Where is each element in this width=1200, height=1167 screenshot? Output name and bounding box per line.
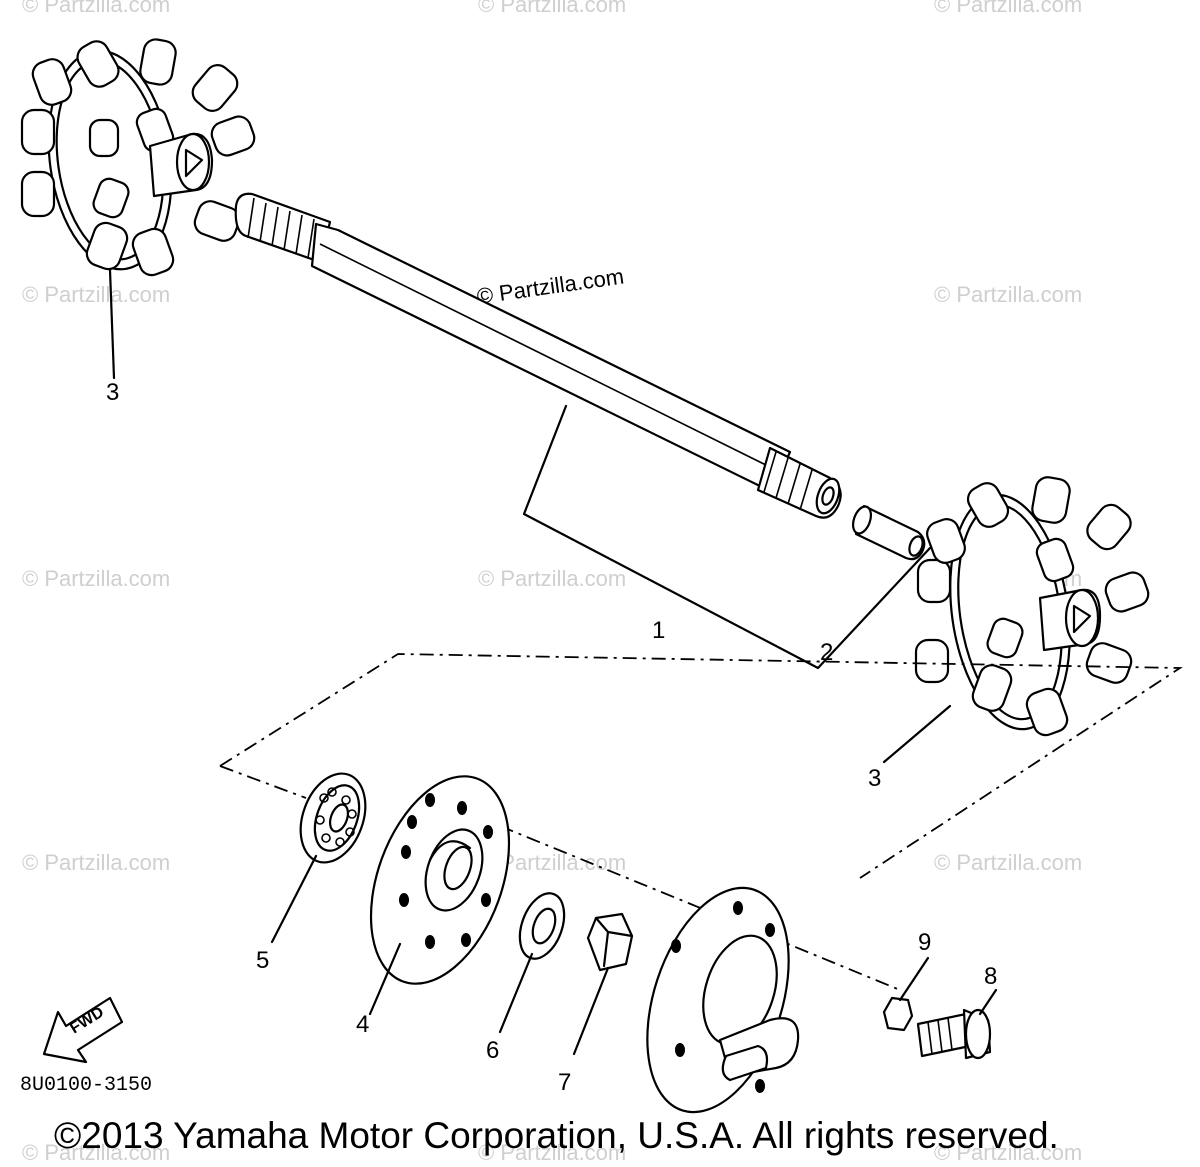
bearing[interactable] <box>289 765 377 872</box>
callout-9: 9 <box>918 929 931 956</box>
washer[interactable] <box>512 887 573 965</box>
callout-3: 3 <box>106 379 119 406</box>
fwd-arrow-icon: FWD <box>42 996 124 1064</box>
watermark: © Partzilla.com <box>934 850 1082 875</box>
watermark: © Partzilla.com <box>22 0 170 17</box>
hub[interactable] <box>621 870 814 1130</box>
watermark: © Partzilla.com <box>478 0 626 17</box>
copyright-notice: ©2013 Yamaha Motor Corporation, U.S.A. A… <box>54 1115 1059 1156</box>
bolt[interactable] <box>916 1008 992 1060</box>
callout-4: 4 <box>356 1011 369 1038</box>
callout-1: 1 <box>652 617 665 644</box>
watermark: © Partzilla.com <box>22 1140 170 1165</box>
callout-3: 3 <box>868 765 881 792</box>
callout-5: 5 <box>256 947 269 974</box>
leader-lines <box>108 268 998 1056</box>
drive-shaft[interactable] <box>234 192 844 519</box>
watermark: © Partzilla.com <box>22 850 170 875</box>
callout-6: 6 <box>486 1037 499 1064</box>
hex-nut[interactable] <box>586 912 634 972</box>
small-nut[interactable] <box>882 996 914 1032</box>
assembly-outline <box>219 653 1183 879</box>
diagram-code: 8U0100-3150 <box>20 1074 152 1097</box>
watermark: © Partzilla.com <box>478 1140 626 1165</box>
callout-7: 7 <box>558 1069 571 1096</box>
watermark: © Partzilla.com <box>22 282 170 307</box>
watermark: © Partzilla.com <box>934 0 1082 17</box>
partzilla-credit: © Partzilla.com <box>475 264 625 309</box>
flange-plate[interactable] <box>345 757 535 1002</box>
watermark: © Partzilla.com <box>934 282 1082 307</box>
watermark: © Partzilla.com <box>22 566 170 591</box>
sprocket-lower[interactable] <box>914 475 1152 738</box>
assembly-guide <box>219 765 307 799</box>
watermark: © Partzilla.com <box>934 1140 1082 1165</box>
callout-8: 8 <box>984 963 997 990</box>
collar-part[interactable] <box>850 504 926 561</box>
sprocket-upper[interactable] <box>20 37 258 279</box>
callout-2: 2 <box>820 639 833 666</box>
watermark: © Partzilla.com <box>478 566 626 591</box>
